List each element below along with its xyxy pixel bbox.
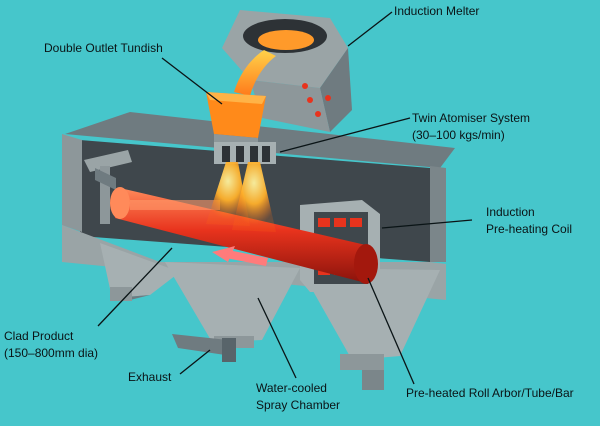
leader-atomiser [279, 117, 411, 153]
label-twin-atomiser-line2: (30–100 kgs/min) [412, 128, 505, 142]
roll-support-arm [84, 150, 132, 224]
leader-induction-melter [347, 11, 393, 47]
flow-arrow [212, 246, 268, 266]
molten-pour-stream [234, 50, 276, 96]
leader-lines [97, 11, 473, 385]
leader-roll-arbor [367, 277, 415, 385]
leader-clad-product [97, 247, 173, 327]
atomised-spray [206, 162, 276, 232]
double-outlet-tundish [206, 92, 266, 150]
leader-exhaust [179, 349, 211, 375]
exhaust-pipe [172, 334, 236, 362]
leader-coil [381, 219, 473, 229]
label-induction-melter: Induction Melter [394, 4, 479, 18]
label-spray-chamber-line1: Water-cooled [256, 381, 327, 395]
label-induction-coil-line1: Induction [486, 205, 535, 219]
label-induction-coil-line2: Pre-heating Coil [486, 222, 572, 236]
label-roll-arbor: Pre-heated Roll Arbor/Tube/Bar [406, 386, 574, 400]
label-twin-atomiser-line1: Twin Atomiser System [412, 111, 530, 125]
twin-atomiser [214, 142, 276, 164]
label-clad-product-line1: Clad Product [4, 329, 74, 343]
label-double-outlet-tundish: Double Outlet Tundish [44, 41, 163, 55]
leader-tundish [161, 57, 223, 105]
pre-heated-roll-arbor [110, 187, 378, 284]
label-clad-product-line2: (150–800mm dia) [4, 346, 98, 360]
leader-spray-chamber [257, 297, 297, 379]
label-spray-chamber-line2: Spray Chamber [256, 398, 340, 412]
label-exhaust: Exhaust [128, 370, 172, 384]
